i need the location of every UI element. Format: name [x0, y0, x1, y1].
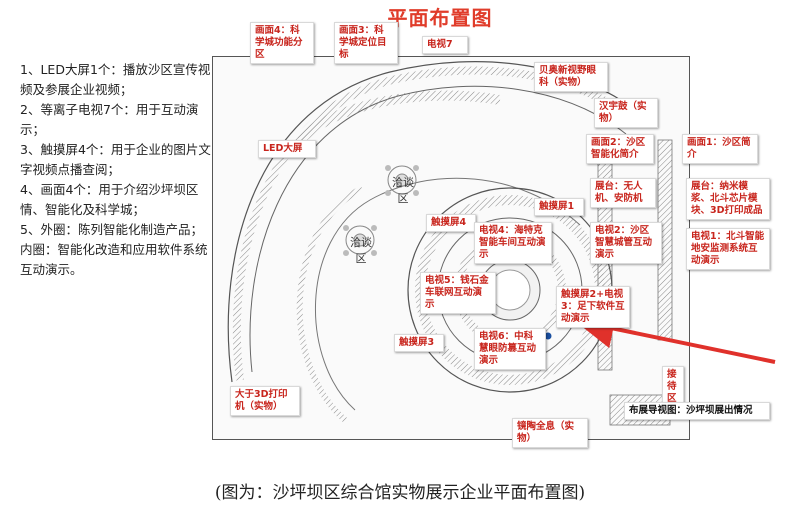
figure-caption: (图为：沙坪坝区综合馆实物展示企业平面布置图) — [214, 483, 586, 503]
label-buzhan: 布展导视图：沙坪坝展出情况 — [624, 402, 770, 420]
table-icon — [385, 165, 419, 196]
label-beilaoxin: 贝奥新视野眼科（实物） — [534, 62, 608, 92]
label-chumo3: 触摸屏3 — [394, 334, 444, 352]
label-jiedai: 接待区 — [662, 366, 684, 408]
table-icon — [343, 225, 377, 256]
legend-item: 内圈：智能化改造和应用软件系统互动演示。 — [20, 242, 208, 277]
label-daxiao3d: 大于3D打印机（实物） — [230, 386, 300, 416]
label-hanyu: 汉宇鼓（实物） — [594, 98, 658, 128]
label-huamian1: 画面1：沙区简介 — [682, 134, 758, 164]
legend-item: 5、外圈：陈列智能化制造产品； — [20, 222, 203, 237]
label-dianshi23: 触摸屏2+电视3：足下软件互动演示 — [556, 286, 630, 328]
label-led: LED大屏 — [258, 140, 316, 158]
label-zhanjia-b: 展台：纳米模浆、北斗芯片模块、3D打印成品 — [686, 178, 770, 220]
label-huamian2: 画面2：沙区智能化简介 — [586, 134, 654, 164]
legend-item: 4、画面4个：用于介绍沙坪坝区情、智能化及科学城； — [20, 182, 199, 217]
label-chumo4: 触摸屏4 — [426, 214, 476, 232]
legend: 1、LED大屏1个：播放沙区宣传视频及参展企业视频； 2、等离子电视7个：用于互… — [20, 60, 215, 280]
label-zhanjia-a: 展台：无人机、安防机 — [590, 178, 656, 208]
label-dianshi4: 电视4：海特克智能车间互动演示 — [474, 222, 552, 264]
legend-item: 2、等离子电视7个：用于互动演示； — [20, 102, 199, 137]
label-dianshi1: 电视1：北斗智能地安监测系统互动演示 — [686, 228, 770, 270]
label-dianshi6: 电视6：中科慧眼防篡互动演示 — [474, 328, 546, 370]
pointer-arrow-icon — [574, 308, 776, 364]
label-quanjing: 镜陶全息（实物） — [512, 418, 588, 448]
zone-label: 洽谈区 — [392, 176, 414, 205]
label-dianshi2: 电视2：沙区智慧城管互动演示 — [590, 222, 662, 264]
label-huamian4: 画面4：科学城功能分区 — [250, 22, 314, 64]
zone-label: 洽谈区 — [350, 236, 372, 265]
page-title: 平面布置图 — [387, 6, 493, 30]
label-chumo1: 触摸屏1 — [534, 198, 584, 216]
label-dianshi7: 电视7 — [422, 36, 468, 54]
legend-item: 3、触摸屏4个：用于企业的图片文字视频点播查阅； — [20, 142, 211, 177]
label-huamian3: 画面3：科学城定位目标 — [334, 22, 398, 64]
legend-item: 1、LED大屏1个：播放沙区宣传视频及参展企业视频； — [20, 62, 211, 97]
label-dianshi5: 电视5：钱石金车联网互动演示 — [420, 272, 496, 314]
